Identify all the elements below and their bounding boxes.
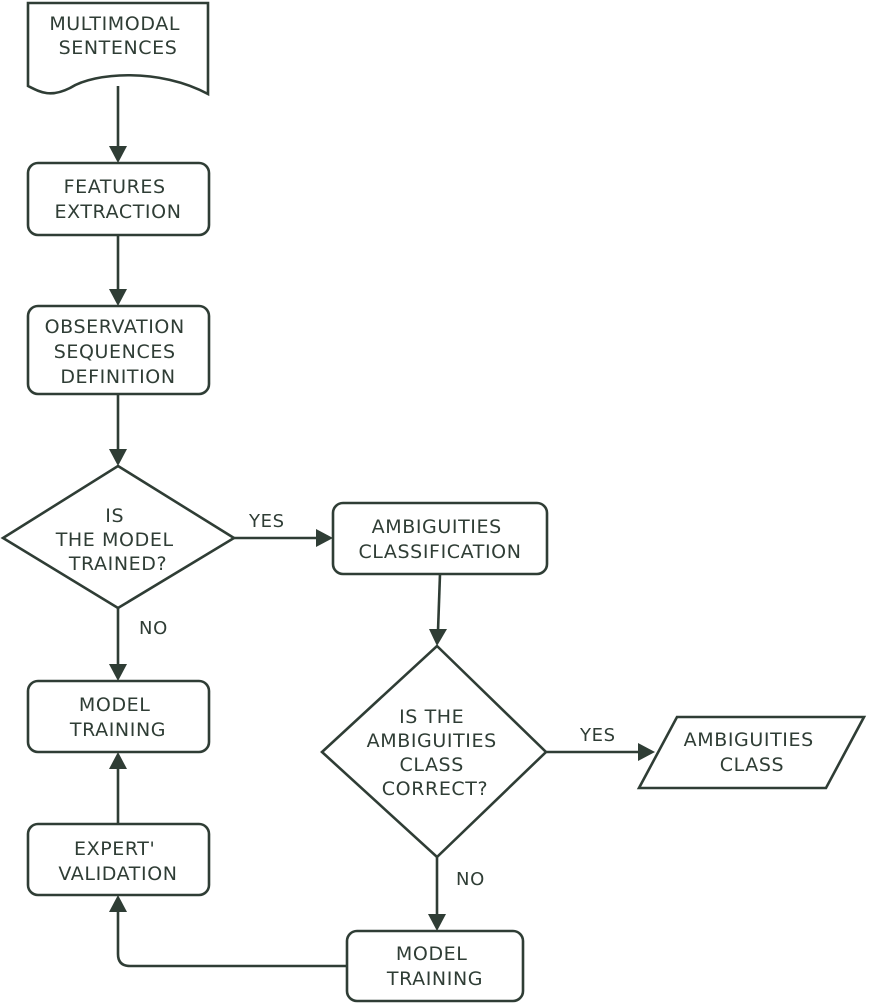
svg-text:FEATURES EXTRACTION: FEATURES EXTRACTION [54, 176, 181, 223]
node-decision-model-trained: IS THE MODEL TRAINED? [0, 464, 237, 610]
edge-label-no: NO [139, 618, 168, 639]
edge-observation-to-decision [109, 394, 127, 466]
node-decision-class-correct: IS THE AMBIGUITIES CLASS CORRECT? [320, 644, 548, 859]
node-label-line: IS [105, 505, 124, 527]
svg-text:IS THE MODEL TRAIN: IS THE MODEL TRAINED? [55, 505, 181, 575]
svg-text:EXPERT' VALIDATION: EXPERT' VALIDATION [58, 838, 177, 885]
node-label-line: MODEL [79, 694, 151, 716]
node-label-line: TRAINING [386, 968, 483, 990]
node-label-line: CLASS [399, 754, 463, 776]
node-label-line: IS THE [399, 706, 464, 728]
node-label-line: VALIDATION [58, 863, 177, 885]
node-ambiguities-classification: AMBIGUITIES CLASSIFICATION [331, 501, 549, 576]
node-label-line: DEFINITION [60, 366, 175, 388]
node-label-line: THE MODEL [55, 529, 174, 551]
node-ambiguities-class-output: AMBIGUITIES CLASS [636, 715, 867, 790]
node-label-line: SENTENCES [59, 37, 178, 59]
node-label-line: MULTIMODAL [49, 13, 180, 35]
edge-correct-no-to-training [428, 857, 446, 931]
node-label-line: CLASSIFICATION [358, 541, 521, 563]
node-multimodal-sentences: MULTIMODAL SENTENCES [26, 1, 210, 97]
node-label-line: AMBIGUITIES [367, 730, 497, 752]
node-label-line: CLASS [720, 754, 784, 776]
edge-correct-yes-to-output [546, 743, 655, 761]
edge-sentences-to-features [109, 86, 127, 163]
node-label-line: AMBIGUITIES [372, 516, 502, 538]
node-expert-validation: EXPERT' VALIDATION [26, 822, 211, 897]
node-label-line: EXPERT' [74, 838, 155, 860]
node-observation-sequences: OBSERVATION SEQUENCES DEFINITION [26, 304, 211, 396]
node-label-line: TRAINING [69, 719, 166, 741]
svg-text:MODEL TRAINING: MODEL TRAINING [69, 694, 166, 741]
node-label-line: TRAINED? [68, 553, 167, 575]
node-label-line: CORRECT? [382, 778, 488, 800]
edge-features-to-observation [109, 235, 127, 306]
edge-label-yes: YES [579, 725, 616, 746]
edge-expert-to-training [109, 752, 127, 824]
edge-classification-to-correct [429, 573, 447, 646]
edge-decision-yes-to-classification [234, 529, 333, 547]
svg-text:OBSERVATION SEQUENCES: OBSERVATION SEQUENCES DEFINITION [45, 316, 192, 388]
svg-text:IS THE AMBIGUITIES: IS THE AMBIGUITIES CLASS CORRECT? [367, 706, 504, 800]
svg-text:AMBIGUITIES CLASS: AMBIGUITIES CLASS [684, 729, 821, 776]
node-model-training-bottom: MODEL TRAINING [345, 929, 525, 1003]
edge-decision-no-to-training [109, 608, 127, 681]
node-label-line: AMBIGUITIES [684, 729, 814, 751]
node-label-line: FEATURES [64, 176, 166, 198]
svg-text:AMBIGUITIES CLASSIFICATI: AMBIGUITIES CLASSIFICATION [358, 516, 521, 563]
node-label-line: OBSERVATION [45, 316, 185, 338]
svg-text:MULTIMODAL SENTENCES: MULTIMODAL SENTENCES [49, 13, 186, 59]
edge-training-to-expert [109, 895, 347, 968]
node-label-line: SEQUENCES [54, 341, 176, 363]
node-features-extraction: FEATURES EXTRACTION [26, 161, 211, 237]
node-label-line: MODEL [396, 943, 468, 965]
node-model-training-left: MODEL TRAINING [26, 679, 211, 754]
edge-label-yes: YES [248, 511, 285, 532]
svg-text:MODEL TRAINING: MODEL TRAINING [386, 943, 483, 990]
edge-label-no: NO [456, 869, 485, 890]
node-label-line: EXTRACTION [54, 201, 181, 223]
